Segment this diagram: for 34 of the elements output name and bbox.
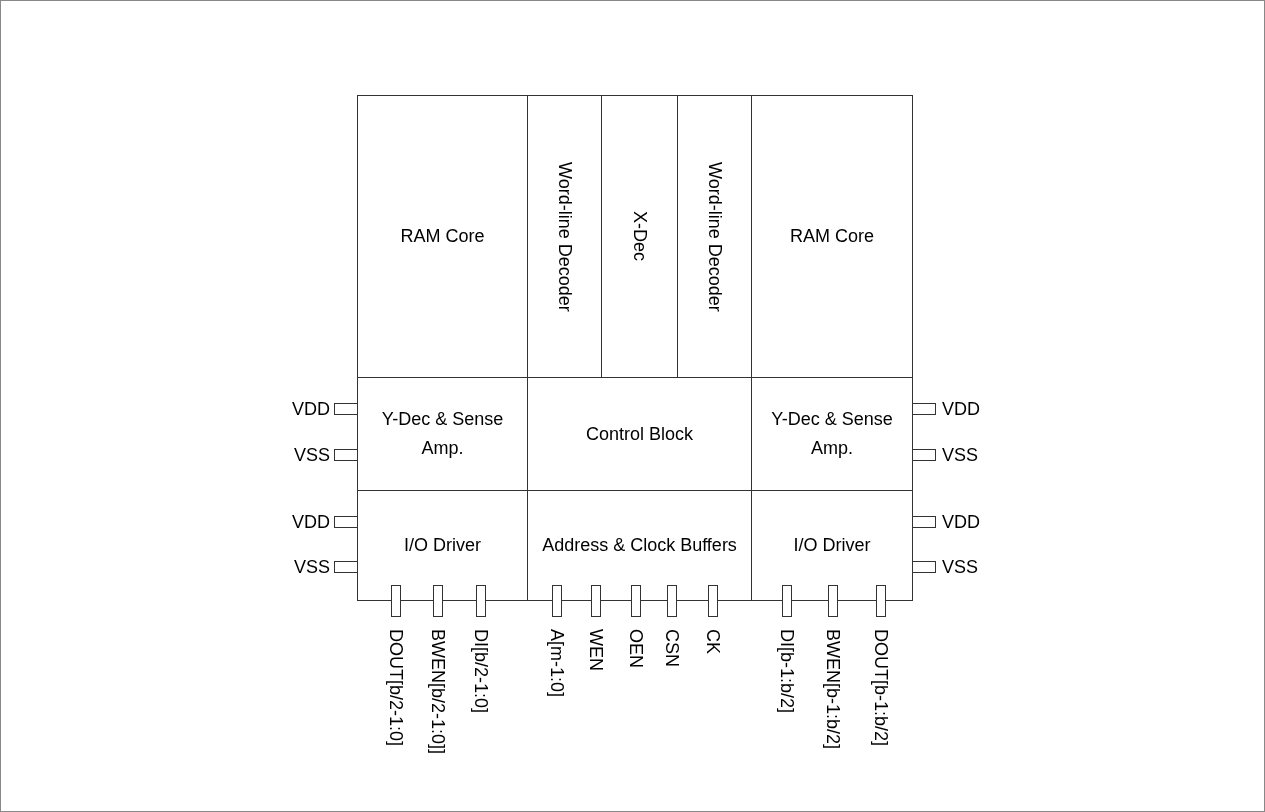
pin-label: VDD (292, 511, 330, 534)
block-label: Address & Clock Buffers (542, 534, 737, 558)
block-label: RAM Core (400, 225, 485, 249)
pin-label: BWEN[b/2-1:0]] (427, 629, 449, 755)
pin-label: VSS (942, 556, 979, 579)
pin-label: DOUT[b-1:b/2] (870, 629, 892, 747)
pin-label: VSS (293, 444, 330, 467)
pin-label: DI[b/2-1:0] (470, 629, 492, 714)
pin-label: BWEN[b-1:b/2] (822, 629, 844, 750)
block-label: RAM Core (790, 225, 874, 249)
block-label: Y-Dec & Sense Amp. (770, 408, 894, 460)
block-label: Word-line Decoder (553, 161, 576, 312)
block-label: Y-Dec & Sense Amp. (380, 408, 505, 460)
pin-label: CK (702, 629, 724, 654)
pin-label: DOUT[b/2-1:0] (385, 629, 407, 747)
floorplan-block (751, 95, 913, 378)
pin-label: WEN (585, 629, 607, 671)
pin-label: A[m-1:0] (546, 629, 568, 698)
block-label: Control Block (585, 422, 693, 446)
pin-label: VSS (942, 444, 979, 467)
floorplan-block (357, 95, 528, 378)
block-label: Word-line Decoder (703, 161, 726, 312)
pin-label: DI[b-1:b/2] (776, 629, 798, 714)
block-label: X-Dec (628, 211, 651, 262)
pin-label: VDD (942, 398, 980, 421)
pin-label: VSS (293, 556, 330, 579)
pin-label: VDD (292, 398, 330, 421)
block-label: I/O Driver (793, 534, 871, 558)
pin-label: VDD (942, 511, 980, 534)
pin-label: OEN (625, 629, 647, 668)
floorplan-block (751, 490, 913, 601)
pin-label: CSN (661, 629, 683, 667)
floorplan-block (357, 490, 528, 601)
block-label: I/O Driver (404, 534, 481, 558)
